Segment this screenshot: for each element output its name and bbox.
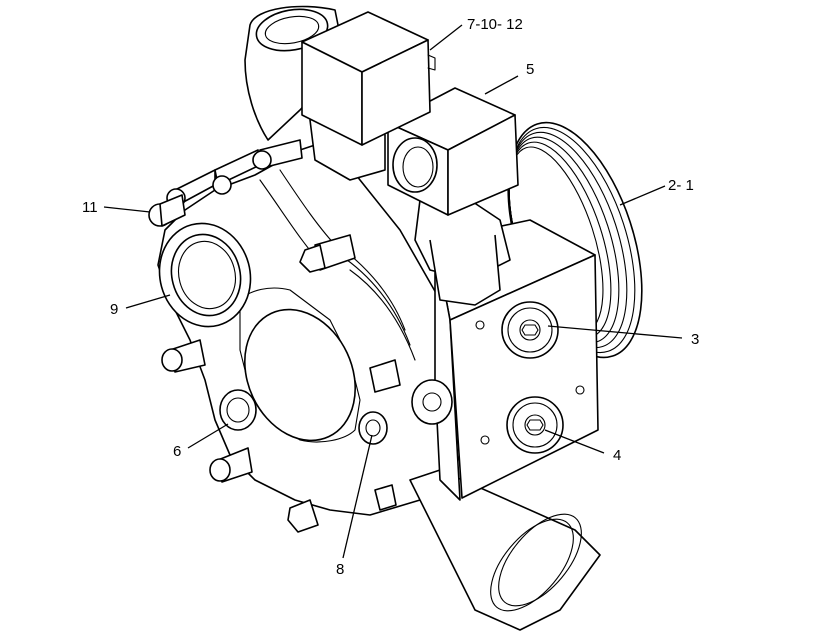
side-studs: [161, 234, 401, 533]
callout-2-1: 2- 1: [668, 177, 694, 194]
cover-block: [434, 219, 599, 501]
leader-11: [103, 206, 151, 213]
leader-3: [547, 325, 683, 339]
leader-6: [187, 423, 229, 449]
callout-labels: 7-10- 12 5 2- 1 11 9 3 6 4 8: [82, 16, 699, 578]
leader-5: [484, 75, 519, 95]
leader-8: [342, 434, 373, 559]
solenoid-valve-5: [387, 87, 519, 216]
callout-3: 3: [691, 331, 699, 348]
callout-4: 4: [613, 447, 621, 464]
callout-5: 5: [526, 61, 534, 78]
top-studs: [148, 139, 303, 227]
valve-body-lower: [414, 199, 511, 306]
callout-6: 6: [173, 443, 181, 460]
solenoid-valve-7: [301, 11, 436, 146]
thermostat-opening-9: [158, 222, 252, 328]
outlet-hose-neck: [409, 469, 601, 631]
callout-9: 9: [110, 301, 118, 318]
leader-4: [544, 429, 605, 454]
leader-2-1: [619, 185, 666, 206]
leader-lines: [103, 24, 683, 559]
leader-7-10-12: [429, 24, 463, 51]
drain-plug-6: [219, 389, 257, 431]
leader-9: [125, 294, 171, 309]
socket-bolt: [411, 379, 453, 425]
callout-8: 8: [336, 561, 344, 578]
plug-8: [358, 411, 388, 445]
callout-11: 11: [82, 199, 98, 216]
callout-7-10-12: 7-10- 12: [467, 16, 523, 33]
